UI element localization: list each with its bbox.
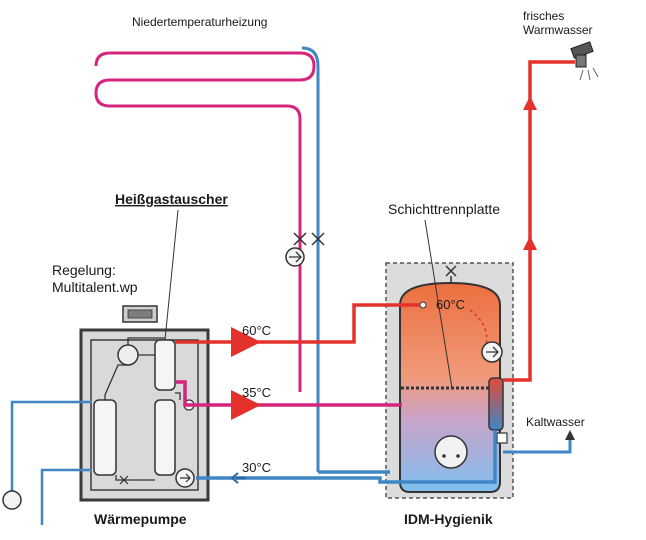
tank-label: IDM-Hygienik xyxy=(404,511,493,527)
expansion-valve-icon xyxy=(119,475,129,485)
controller-multitalent xyxy=(122,305,158,323)
evaporator-icon xyxy=(93,399,117,476)
valve-icon xyxy=(311,232,325,246)
condenser-icon xyxy=(154,399,176,476)
hygienik-tank xyxy=(385,262,514,499)
fresh-hot-water-label-2: Warmwasser xyxy=(523,23,593,37)
tank-flange-icon xyxy=(434,435,468,469)
heat-pump-label: Wärmepumpe xyxy=(94,511,187,527)
control-label-2: Multitalent.wp xyxy=(52,279,138,295)
leader-line xyxy=(164,209,179,341)
heat-pump-unit xyxy=(79,328,210,502)
pipe-cold-water xyxy=(503,436,572,454)
floor-heating-loop xyxy=(94,46,320,472)
pipe-30c xyxy=(196,430,497,484)
layer-plate-label: Schichttrennplatte xyxy=(388,201,500,217)
tank-temp-label: 60°C xyxy=(436,297,465,312)
flow-arrow xyxy=(523,236,537,250)
fresh-hot-water-label-1: frisches xyxy=(523,9,564,23)
hot-gas-exchanger-label: Heißgastauscher xyxy=(115,191,228,207)
source-pump-icon xyxy=(2,490,22,510)
temp-35-label: 35°C xyxy=(242,385,271,400)
flow-switch-icon xyxy=(496,432,508,444)
fresh-water-exchanger xyxy=(488,377,504,431)
temp-60-label: 60°C xyxy=(242,323,271,338)
floor-heating-return xyxy=(301,46,320,472)
floor-heating-fittings xyxy=(285,232,325,267)
compressor-icon xyxy=(117,344,139,366)
cold-water-arrow xyxy=(565,430,575,440)
air-vent-icon xyxy=(445,265,457,277)
tank-temperature-sensor-icon xyxy=(419,301,427,309)
cold-water-label: Kaltwasser xyxy=(526,415,585,429)
hot-gas-exchanger-icon xyxy=(154,339,176,391)
floor-heating-label: Niedertemperaturheizung xyxy=(132,15,267,29)
valve-icon xyxy=(293,232,307,246)
pipe-source xyxy=(2,400,92,525)
leader-line xyxy=(424,219,453,389)
control-label-1: Regelung: xyxy=(52,262,116,278)
pipe-35c xyxy=(175,380,402,420)
faucet-icon xyxy=(570,41,599,81)
pipe-hot-water xyxy=(503,60,575,382)
tank-internal-flow xyxy=(469,309,488,346)
pipe-60c xyxy=(175,303,420,357)
temp-30-label: 30°C xyxy=(242,460,271,475)
flow-arrow xyxy=(523,96,537,110)
floor-heating-coil-hot xyxy=(94,51,316,392)
